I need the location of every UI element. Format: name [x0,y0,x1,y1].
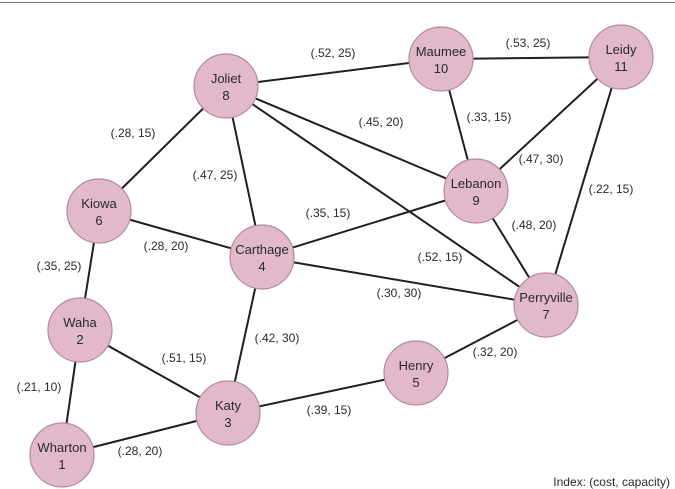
node-name: Katy [215,398,242,413]
edge-label-10-11: (.53, 25) [506,36,551,50]
node-10: Maumee 10 [408,26,474,92]
node-5: Henry 5 [383,340,449,406]
edge-label-8-9: (.45, 20) [359,115,404,129]
node-circle [229,224,295,290]
edge-8-10 [225,58,442,87]
edge-11-9 [475,56,622,192]
edge-label-8-7: (.52, 15) [418,250,463,264]
node-1: Wharton 1 [29,422,95,488]
node-circle [588,24,654,90]
edge-label-9-7: (.48, 20) [512,218,557,232]
edge-4-7 [261,256,547,306]
edge-label-4-3: (.42, 30) [255,331,300,345]
node-number: 4 [258,259,265,274]
node-circle [29,422,95,488]
node-name: Perryville [519,290,572,305]
edge-label-8-10: (.52, 25) [311,46,356,60]
edge-label-8-6: (.28, 15) [111,126,156,140]
node-name: Lebanon [451,176,502,191]
node-8: Joliet 8 [193,53,259,119]
node-name: Joliet [211,71,242,86]
node-9: Lebanon 9 [443,158,509,224]
node-circle [443,158,509,224]
edge-label-6-2: (.35, 25) [37,259,82,273]
node-number: 2 [76,332,83,347]
node-4: Carthage 4 [229,224,295,290]
node-7: Perryville 7 [513,272,579,338]
node-circle [513,272,579,338]
node-6: Kiowa 6 [66,178,132,244]
node-name: Maumee [416,44,467,59]
node-name: Leidy [605,42,637,57]
index-note: Index: (cost, capacity) [553,475,670,489]
node-name: Kiowa [81,196,117,211]
node-circle [47,297,113,363]
node-circle [66,178,132,244]
edge-8-9 [225,85,477,192]
node-number: 8 [222,88,229,103]
edge-label-11-9: (.47, 30) [519,152,564,166]
node-number: 10 [434,61,448,76]
node-circle [408,26,474,92]
edge-labels-layer: (.52, 25) (.53, 25) (.28, 15) (.45, 20) (.33… [17,36,634,458]
node-circle [193,53,259,119]
node-number: 1 [58,457,65,472]
edge-8-7 [225,85,547,306]
edge-label-10-9: (.33, 15) [467,110,512,124]
node-number: 6 [95,213,102,228]
node-3: Katy 3 [195,380,261,446]
edge-label-11-7: (.22, 15) [589,182,634,196]
edges-layer [61,56,622,456]
node-name: Waha [63,315,97,330]
edge-label-3-5: (.39, 15) [307,403,352,417]
edge-label-6-4: (.28, 20) [144,239,189,253]
node-number: 9 [472,193,479,208]
edge-label-7-5: (.32, 20) [473,345,518,359]
node-number: 3 [224,415,231,430]
edge-4-9 [261,190,477,258]
node-11: Leidy 11 [588,24,654,90]
edge-label-1-3: (.28, 20) [118,444,163,458]
edge-label-2-3: (.51, 15) [162,351,207,365]
top-rule [0,2,675,3]
node-2: Waha 2 [47,297,113,363]
node-name: Wharton [37,440,86,455]
node-number: 5 [412,375,419,390]
node-number: 11 [614,59,628,74]
edge-label-4-7: (.30, 30) [377,286,422,300]
node-name: Henry [399,358,434,373]
edge-11-7 [545,56,622,306]
node-name: Carthage [235,242,288,257]
node-circle [195,380,261,446]
edge-label-4-9: (.35, 15) [306,206,351,220]
node-number: 7 [542,307,549,322]
node-circle [383,340,449,406]
edge-label-2-1: (.21, 10) [17,380,62,394]
edge-label-8-4: (.47, 25) [193,168,238,182]
